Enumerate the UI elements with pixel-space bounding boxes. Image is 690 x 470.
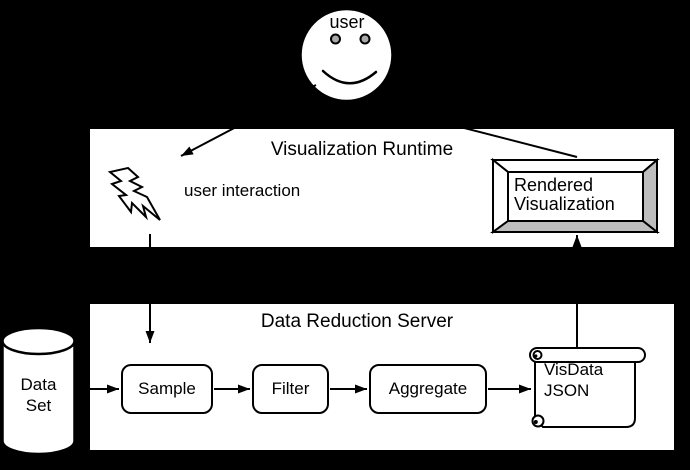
smiley-face-icon [299,7,394,103]
arrow-monitor-to-user [397,109,578,158]
right-eye [359,33,371,45]
node-sample-label: Sample [138,379,196,398]
visdata-line2: JSON [544,381,590,400]
data-set-label: Data Set [2,374,75,416]
database-cylinder-icon [1,326,76,456]
rendered-visualization-line2: Visualization [514,194,615,214]
rendered-visualization-line1: Rendered [514,175,594,195]
scroll-icon [529,347,646,428]
node-aggregate-label: Aggregate [388,379,468,398]
node-filter-label: Filter [271,379,310,398]
visdata-json-label: VisData JSON [544,359,634,401]
rendered-visualization-label: Rendered Visualization [514,176,642,214]
monitor-icon [489,157,660,235]
user-label: user [329,12,365,32]
user-interaction-label: user interaction [184,181,301,200]
node-filter: Filter [252,364,329,414]
smile-mouth [321,69,378,85]
data-set-line1: Data [20,375,57,394]
visdata-line1: VisData [544,360,604,379]
data-reduction-server-title: Data Reduction Server [260,311,454,332]
data-set-line2: Set [25,396,52,415]
lightning-bolt-icon [107,166,161,221]
node-aggregate: Aggregate [369,364,487,414]
visualization-runtime-title: Visualization Runtime [270,139,454,160]
node-sample: Sample [121,364,213,414]
arrow-user-to-runtime [180,84,317,157]
left-eye [330,33,341,45]
